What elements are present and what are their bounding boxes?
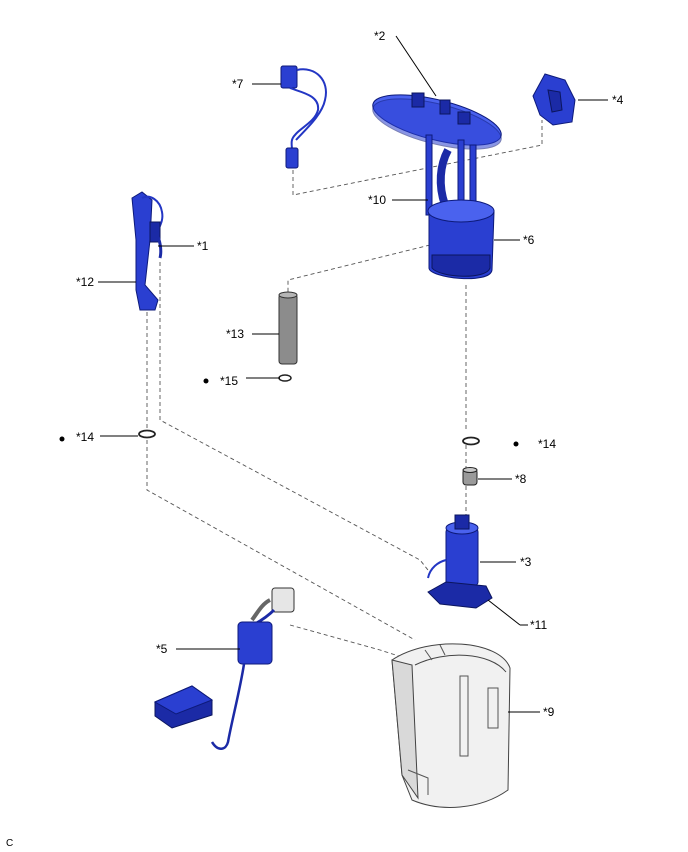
part-2-tank-cover (372, 92, 502, 150)
callout-labels: *2 *7 *4 *10 *6 *1 *12 *13 *15 *14 *14 *… (6, 29, 624, 849)
bullet-dots (59, 378, 519, 447)
part-4-retainer (532, 73, 576, 126)
label-5: *5 (156, 642, 168, 656)
corner-code: C (6, 838, 13, 849)
label-15: *15 (220, 374, 238, 388)
part-13-sleeve (278, 291, 298, 365)
part-14-o-ring-right (462, 436, 480, 446)
label-2: *2 (374, 29, 386, 43)
label-1: *1 (197, 239, 209, 253)
label-4: *4 (612, 93, 624, 107)
part-11-pump-filter (427, 581, 493, 609)
part-3-fuel-pump (427, 514, 479, 587)
label-7: *7 (232, 77, 244, 91)
label-14-right: *14 (538, 437, 556, 451)
label-6: *6 (523, 233, 535, 247)
part-5-sender-float (153, 587, 295, 750)
part-7-wire-connector (280, 65, 327, 169)
part-8-cushion (462, 467, 478, 486)
label-14-left: *14 (76, 430, 94, 444)
label-9: *9 (543, 705, 555, 719)
part-1-hose (154, 231, 163, 259)
part-14-o-ring-left (138, 429, 156, 439)
label-13: *13 (226, 327, 244, 341)
label-11: *11 (530, 618, 547, 632)
part-6-suction-support (427, 199, 495, 280)
assembly-lines (146, 120, 543, 659)
part-9-housing (391, 643, 511, 808)
part-15-clip (278, 374, 292, 382)
label-12: *12 (76, 275, 94, 289)
part-12-sender-gauge (131, 191, 164, 311)
label-3: *3 (520, 555, 532, 569)
label-10: *10 (368, 193, 386, 207)
leader-lines (98, 35, 608, 713)
label-8: *8 (515, 472, 527, 486)
